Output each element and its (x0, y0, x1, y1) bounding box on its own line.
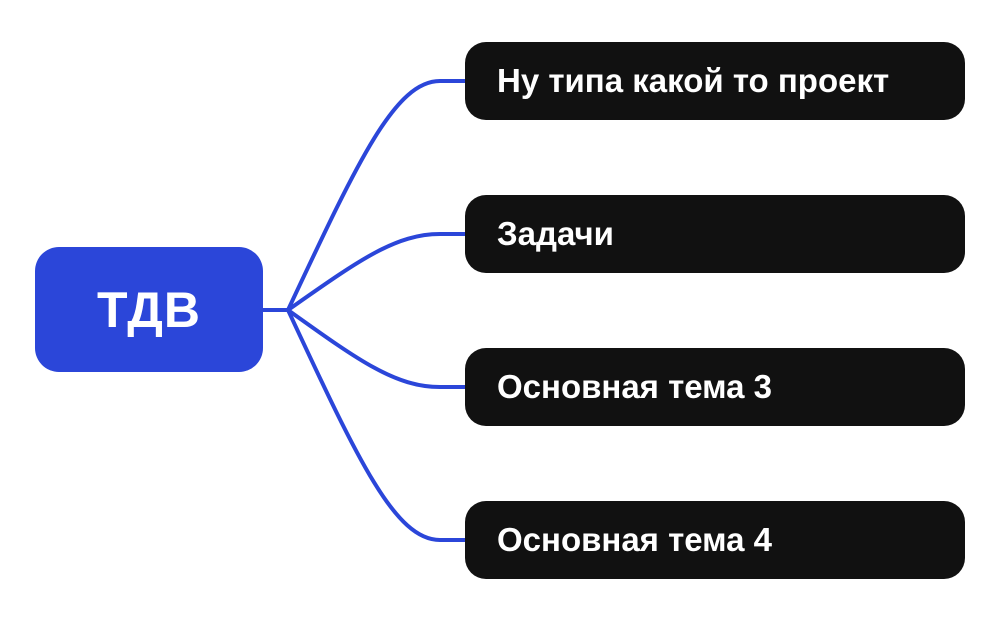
connector-branch-1 (286, 79, 468, 312)
branch-node-2[interactable]: Задачи (465, 195, 965, 273)
branch-node-4-label: Основная тема 4 (497, 521, 773, 558)
root-node-label: ТДВ (96, 281, 202, 338)
branch-node-1-label: Ну типа какой то проект (497, 62, 890, 99)
branch-node-1[interactable]: Ну типа какой то проект (465, 42, 965, 120)
connector-branch-4 (286, 308, 468, 542)
connector-branch-3 (286, 308, 468, 389)
connector-branch-2 (286, 232, 468, 312)
branch-node-4[interactable]: Основная тема 4 (465, 501, 965, 579)
root-node[interactable]: ТДВ (35, 247, 263, 372)
branch-node-3-label: Основная тема 3 (497, 368, 773, 405)
branch-node-3[interactable]: Основная тема 3 (465, 348, 965, 426)
branch-node-2-label: Задачи (497, 215, 614, 252)
